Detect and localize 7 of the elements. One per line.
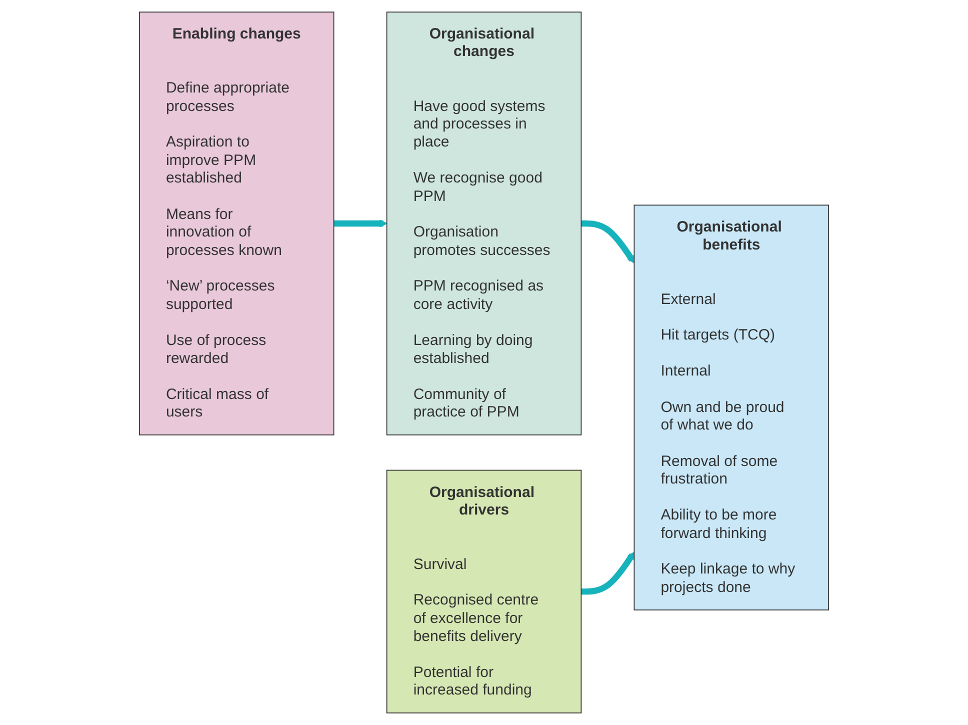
arrow <box>581 220 635 264</box>
arrow <box>334 220 388 228</box>
node-box: Organisational drivers Survival Recognised centre of excellence for benefits delivery Potential for increased funding <box>386 470 582 714</box>
arrow <box>581 552 635 595</box>
node-box: Enabling changes Define appropriate processes Aspiration to improve PPM established Means for innovation of processes known ‘New’ processes supported Use of process rewarded Critical mass of users <box>139 12 334 436</box>
node-box: Organisational changes Have good systems and processes in place We recognise good PPM Organisation promotes successes PPM recognised as core activity Learning by doing established Community of practice of PPM <box>386 12 582 436</box>
node-box: Organisational benefits External Hit targets (TCQ) Internal Own and be proud of what we do Removal of some frustration Ability to be more forward thinking Keep linkage to why projects done <box>634 204 829 610</box>
